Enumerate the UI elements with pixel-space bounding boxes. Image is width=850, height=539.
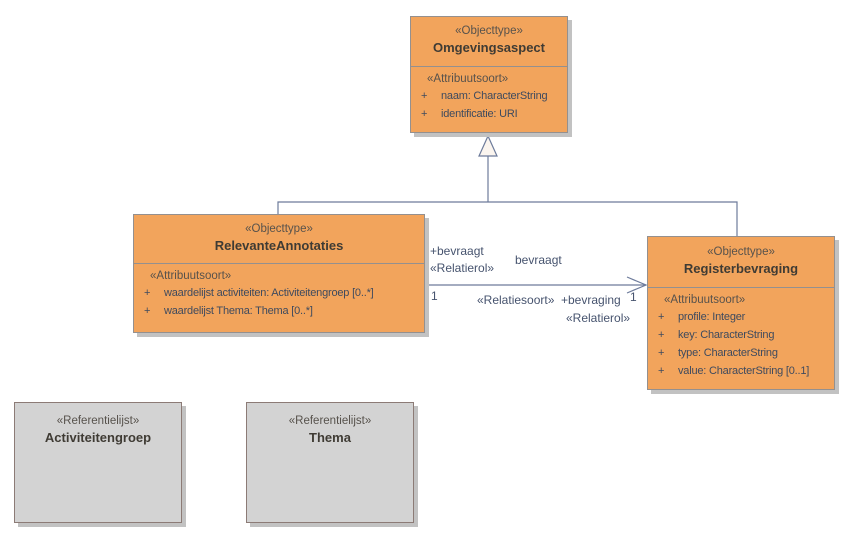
class-name: Omgevingsaspect	[433, 40, 545, 55]
class-name: Registerbevraging	[683, 261, 799, 276]
association-target-multiplicity-label: 1	[630, 290, 637, 304]
attribute-text: naam: CharacterString	[441, 90, 548, 102]
attribute-visibility: +	[658, 311, 665, 323]
association-stereotype-label: «Relatiesoort»	[477, 293, 555, 307]
class-stereotype: «Objecttype»	[455, 25, 523, 37]
class-title-compartment: «Objecttype» Omgevingsaspect	[411, 17, 567, 67]
association-source-role-stereotype-label: «Relatierol»	[430, 261, 495, 275]
attributes-label: «Attribuutsoort»	[150, 270, 232, 282]
attribute-row: + value: CharacterString [0..1]	[648, 362, 834, 380]
attribute-visibility: +	[144, 287, 151, 299]
class-attributes-compartment: «Attribuutsoort» + waardelijst activitei…	[134, 264, 424, 320]
attribute-visibility: +	[144, 305, 151, 317]
class-title-compartment: «Objecttype» Registerbevraging	[648, 237, 834, 288]
attribute-row: + waardelijst activiteiten: Activiteiten…	[134, 284, 424, 302]
attribute-row: + identificatie: URI	[411, 105, 567, 123]
association-name-label: bevraagt	[515, 253, 562, 267]
uml-class-registerbevraging: «Objecttype» Registerbevraging «Attribuu…	[647, 236, 835, 390]
attribute-row: + type: CharacterString	[648, 344, 834, 362]
attribute-visibility: +	[658, 347, 665, 359]
association-target-role-label: +bevraging	[561, 293, 621, 307]
attribute-text: identificatie: URI	[441, 108, 518, 120]
class-attributes-compartment: «Attribuutsoort» + naam: CharacterString…	[411, 67, 567, 123]
attribute-visibility: +	[421, 108, 428, 120]
uml-class-relevante-annotaties: «Objecttype» RelevanteAnnotaties «Attrib…	[133, 214, 425, 333]
class-name: RelevanteAnnotaties	[214, 238, 344, 253]
uml-reflist-thema: «Referentielijst» Thema	[246, 402, 414, 523]
attributes-label: «Attribuutsoort»	[427, 73, 509, 85]
class-title-compartment: «Objecttype» RelevanteAnnotaties	[134, 215, 424, 264]
association-target-role-stereotype-label: «Relatierol»	[566, 311, 631, 325]
attribute-text: key: CharacterString	[678, 329, 775, 341]
association-source-multiplicity-label: 1	[431, 289, 438, 303]
attribute-text: type: CharacterString	[678, 347, 778, 359]
uml-class-omgevingsaspect: «Objecttype» Omgevingsaspect «Attribuuts…	[410, 16, 568, 133]
generalization-triangle-icon	[478, 134, 498, 157]
attribute-text: value: CharacterString [0..1]	[678, 365, 810, 377]
attribute-row: + naam: CharacterString	[411, 87, 567, 105]
attribute-text: waardelijst Thema: Thema [0..*]	[164, 305, 313, 317]
class-stereotype: «Objecttype»	[245, 223, 313, 235]
class-attributes-compartment: «Attribuutsoort» + profile: Integer + ke…	[648, 288, 834, 380]
reflist-stereotype: «Referentielijst»	[288, 415, 372, 427]
attribute-row: + key: CharacterString	[648, 326, 834, 344]
attribute-text: waardelijst activiteiten: Activiteitengr…	[164, 287, 374, 299]
association-source-role-label: +bevraagt	[430, 244, 484, 258]
attribute-visibility: +	[658, 329, 665, 341]
attribute-visibility: +	[421, 90, 428, 102]
attributes-label: «Attribuutsoort»	[664, 294, 746, 306]
reflist-name: Thema	[309, 430, 351, 445]
uml-reflist-activiteitengroep: «Referentielijst» Activiteitengroep	[14, 402, 182, 523]
attribute-text: profile: Integer	[678, 311, 746, 323]
class-stereotype: «Objecttype»	[707, 246, 775, 258]
attribute-row: + profile: Integer	[648, 308, 834, 326]
attribute-row: + waardelijst Thema: Thema [0..*]	[134, 302, 424, 320]
reflist-name: Activiteitengroep	[44, 430, 152, 445]
attribute-visibility: +	[658, 365, 665, 377]
reflist-stereotype: «Referentielijst»	[56, 415, 140, 427]
